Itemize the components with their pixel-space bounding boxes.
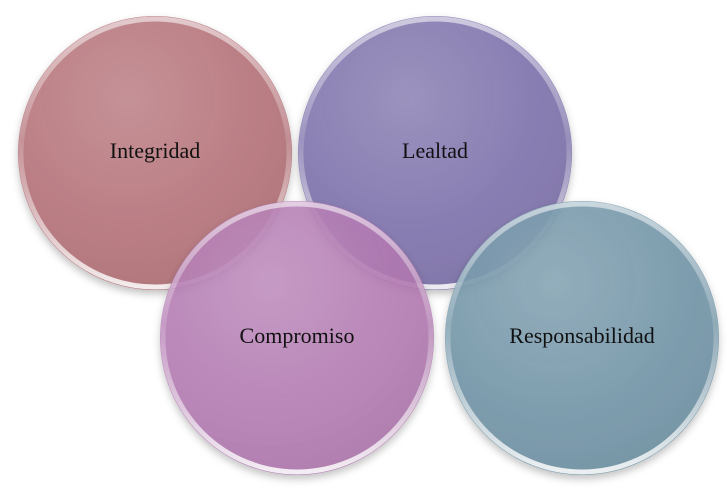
circle-compromiso-shine bbox=[160, 201, 434, 475]
circle-responsabilidad-shine bbox=[445, 201, 719, 475]
label-integridad: Integridad bbox=[110, 138, 200, 163]
label-responsabilidad: Responsabilidad bbox=[509, 323, 654, 348]
circle-lealtad-rim bbox=[298, 16, 572, 290]
circle-compromiso-rim bbox=[160, 201, 434, 475]
label-compromiso: Compromiso bbox=[240, 323, 355, 348]
circle-integridad-rim bbox=[18, 16, 292, 290]
circle-responsabilidad-rim bbox=[445, 201, 719, 475]
circle-compromiso bbox=[160, 201, 434, 475]
circle-integridad bbox=[18, 16, 292, 290]
circle-integridad-shine bbox=[18, 16, 292, 290]
circle-responsabilidad bbox=[445, 201, 719, 475]
label-lealtad: Lealtad bbox=[402, 138, 468, 163]
